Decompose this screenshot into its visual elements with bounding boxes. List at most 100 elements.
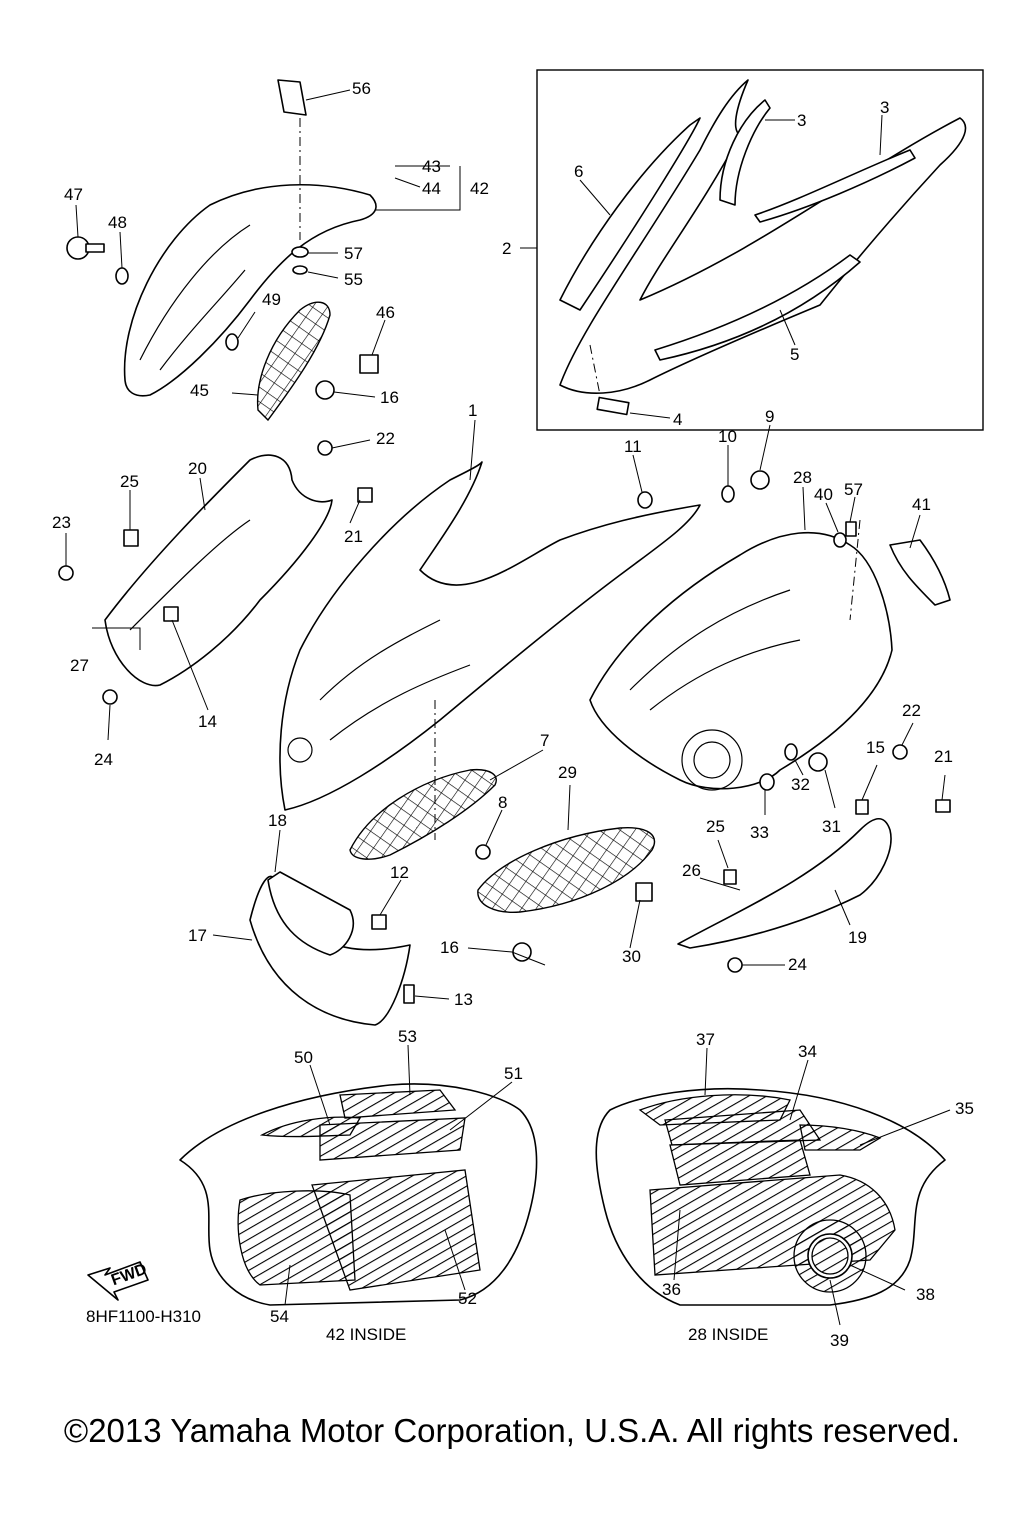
callout-17: 17 <box>188 926 207 945</box>
part-22-screw-b <box>892 744 908 760</box>
callout-35: 35 <box>955 1099 974 1118</box>
callout-11: 11 <box>624 437 642 456</box>
callout-57-right: 57 <box>844 480 863 499</box>
leader-lines <box>65 89 951 1326</box>
part-3-stripe-b <box>754 149 916 223</box>
part-2-emblem <box>559 79 967 394</box>
callout-7: 7 <box>540 731 549 750</box>
part-42-cowl <box>123 183 377 397</box>
part-7-duct <box>349 768 497 860</box>
part-32-washer <box>784 743 798 761</box>
part-22-screw-a <box>317 440 333 456</box>
callout-28: 28 <box>793 468 812 487</box>
callout-21-top: 21 <box>344 527 363 546</box>
part-57-washer <box>291 246 309 258</box>
part-4-clip <box>596 396 630 416</box>
part-1-cowl <box>279 461 701 811</box>
part-55-washer <box>292 265 308 275</box>
callout-21-right: 21 <box>934 747 953 766</box>
part-21-nut-a <box>357 487 373 503</box>
part-3-stripe-a <box>719 99 771 206</box>
callout-4: 4 <box>673 410 682 429</box>
parts-diagram: 56 43 44 42 47 48 57 55 49 46 45 16 22 2… <box>52 69 984 1350</box>
callout-43: 43 <box>422 157 441 176</box>
callout-27: 27 <box>70 656 89 675</box>
callout-46: 46 <box>376 303 395 322</box>
callout-15: 15 <box>866 738 885 757</box>
callout-10: 10 <box>718 427 737 446</box>
part-6-stripe <box>559 117 701 311</box>
part-56-bracket <box>277 79 307 116</box>
callout-30: 30 <box>622 947 641 966</box>
decal-53 <box>339 1089 457 1119</box>
part-23-screw <box>58 565 74 581</box>
callout-13: 13 <box>454 990 473 1009</box>
part-41-cover <box>889 539 951 606</box>
callout-24-left: 24 <box>94 750 113 769</box>
callout-14: 14 <box>198 712 217 731</box>
callout-1: 1 <box>468 401 477 420</box>
decal-51 <box>319 1117 466 1161</box>
callout-51: 51 <box>504 1064 523 1083</box>
part-24-screw-a <box>102 689 118 705</box>
callout-20: 20 <box>188 459 207 478</box>
callout-5: 5 <box>790 345 799 364</box>
callout-50: 50 <box>294 1048 313 1067</box>
callout-45: 45 <box>190 381 209 400</box>
callout-8: 8 <box>498 793 507 812</box>
callout-31: 31 <box>822 817 841 836</box>
callout-47: 47 <box>64 185 83 204</box>
callout-22-right: 22 <box>902 701 921 720</box>
callout-34: 34 <box>798 1042 817 1061</box>
callout-24-right: 24 <box>788 955 807 974</box>
part-28-cowl <box>589 531 893 790</box>
callout-18: 18 <box>268 811 287 830</box>
callout-9: 9 <box>765 407 774 426</box>
part-45-panel <box>256 301 331 422</box>
callout-41: 41 <box>912 495 931 514</box>
copyright-notice: ©2013 Yamaha Motor Corporation, U.S.A. A… <box>63 1412 961 1449</box>
callout-33: 33 <box>750 823 769 842</box>
callout-26: 26 <box>682 861 701 880</box>
callout-56: 56 <box>352 79 371 98</box>
part-5-stripe <box>654 254 861 361</box>
callout-57-top: 57 <box>344 244 363 263</box>
callout-39: 39 <box>830 1331 849 1350</box>
part-13-screw <box>403 984 415 1004</box>
callout-48: 48 <box>108 213 127 232</box>
part-25-clip-a <box>123 529 139 547</box>
part-21-nut-b <box>935 799 951 813</box>
part-49-washer <box>225 333 239 351</box>
part-46-clip <box>359 354 379 374</box>
part-33-washer <box>759 773 775 791</box>
part-11-washer <box>637 491 653 509</box>
callout-16-bottom: 16 <box>440 938 459 957</box>
part-14-clip <box>163 606 179 622</box>
callout-44: 44 <box>422 179 441 198</box>
part-20-cover <box>104 454 333 687</box>
part-24-screw-b <box>727 957 743 973</box>
part-10-washer <box>721 485 735 503</box>
callout-3-a: 3 <box>797 111 806 130</box>
part-48-washer <box>115 267 129 285</box>
callout-6: 6 <box>574 162 583 181</box>
part-30-clip <box>635 882 653 902</box>
part-15-clip <box>855 799 869 815</box>
callout-37: 37 <box>696 1030 715 1049</box>
part-8-screw <box>475 844 491 860</box>
part-31-screw <box>808 752 828 772</box>
callout-25-top: 25 <box>120 472 139 491</box>
callout-19: 19 <box>848 928 867 947</box>
callout-55: 55 <box>344 270 363 289</box>
callout-54: 54 <box>270 1307 289 1326</box>
decal-54 <box>237 1190 356 1286</box>
callout-23: 23 <box>52 513 71 532</box>
callout-52: 52 <box>458 1289 477 1308</box>
callout-32: 32 <box>791 775 810 794</box>
part-29-grille <box>477 827 656 913</box>
decal-35 <box>799 1124 882 1151</box>
callout-3-b: 3 <box>880 98 889 117</box>
view-label-28-inside: 28 INSIDE <box>688 1325 768 1344</box>
callout-53: 53 <box>398 1027 417 1046</box>
callout-40: 40 <box>814 485 833 504</box>
